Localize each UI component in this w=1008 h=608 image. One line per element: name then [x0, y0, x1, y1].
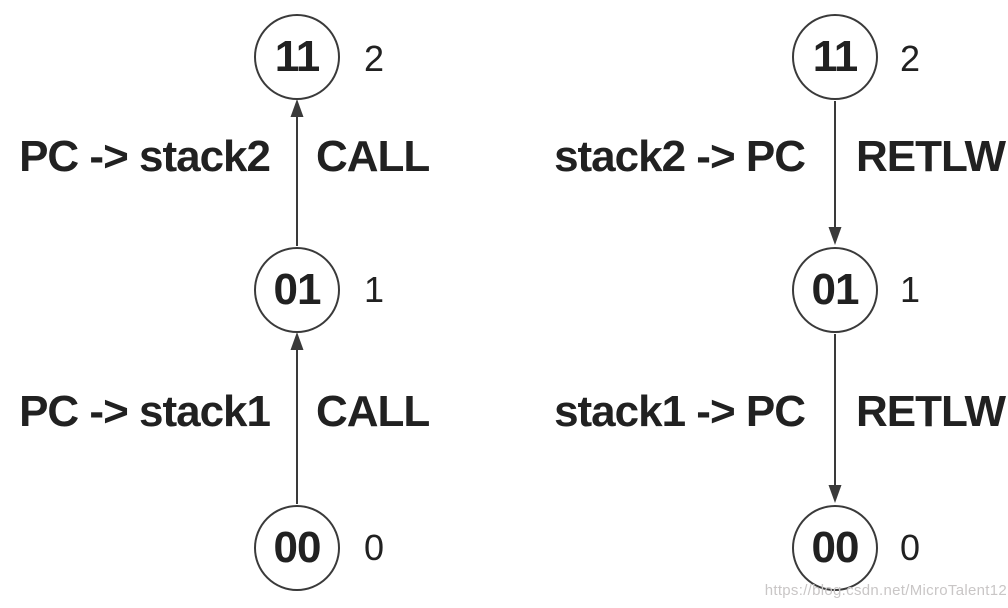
- watermark-url: https://blog.csdn.net/MicroTalent12: [764, 582, 1007, 599]
- edge-instruction-label: RETLW: [856, 132, 1006, 181]
- state-node-label: 01: [273, 265, 322, 314]
- stack-depth-label: 0: [364, 527, 385, 568]
- arrow-down-icon: [828, 101, 842, 245]
- state-node-right-bottom: 00: [792, 505, 878, 591]
- stack-depth-label: 2: [364, 38, 385, 79]
- arrow-up-icon: [290, 99, 304, 246]
- state-node-right-middle: 01: [792, 247, 878, 333]
- stack-depth-label: 0: [900, 527, 921, 568]
- state-node-left-middle: 01: [254, 247, 340, 333]
- stack-depth-label: 1: [900, 269, 921, 310]
- state-node-left-top: 11: [254, 14, 340, 100]
- state-node-label: 01: [811, 265, 860, 314]
- arrow-up-icon: [290, 332, 304, 504]
- stack-depth-label: 1: [364, 269, 385, 310]
- state-node-label: 00: [811, 523, 860, 572]
- state-node-label: 11: [274, 32, 321, 81]
- edge-action-label: stack1 -> PC: [554, 387, 806, 436]
- edge-action-label: PC -> stack1: [19, 387, 271, 436]
- stack-depth-label: 2: [900, 38, 921, 79]
- state-node-left-bottom: 00: [254, 505, 340, 591]
- edge-instruction-label: CALL: [316, 387, 430, 436]
- state-node-label: 11: [812, 32, 859, 81]
- edge-action-label: stack2 -> PC: [554, 132, 806, 181]
- arrow-down-icon: [828, 334, 842, 503]
- edge-instruction-label: CALL: [316, 132, 430, 181]
- state-node-label: 00: [273, 523, 322, 572]
- edge-action-label: PC -> stack2: [19, 132, 271, 181]
- state-node-right-top: 11: [792, 14, 878, 100]
- edge-instruction-label: RETLW: [856, 387, 1006, 436]
